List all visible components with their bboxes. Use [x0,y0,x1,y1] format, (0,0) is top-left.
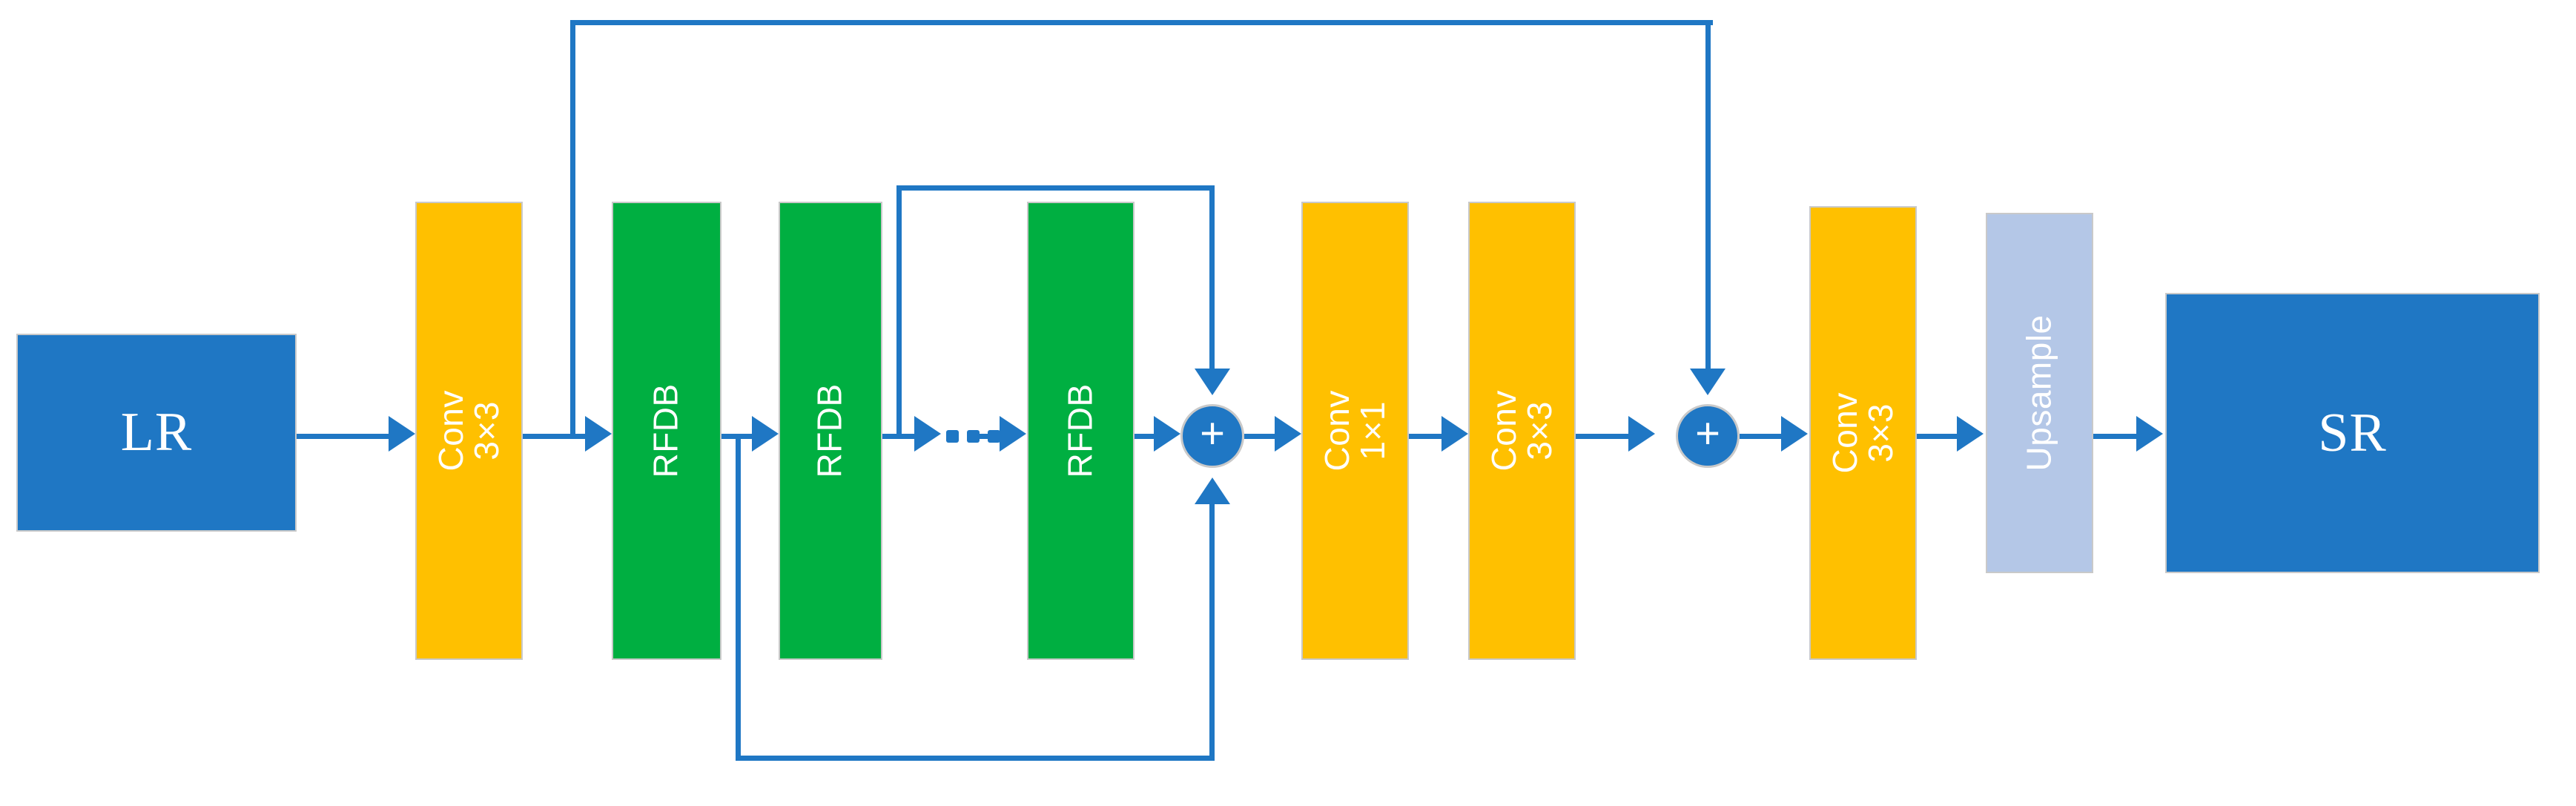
block-conv-tail[interactable]: Conv 3×3 [1809,206,1917,660]
block-conv-mid-label: Conv 3×3 [1484,390,1559,472]
arrowhead-sum-global-to-conv-tail [1781,416,1808,452]
block-rfdb-2-label: RFDB [810,383,850,478]
block-rfdb-n[interactable]: RFDB [1027,202,1135,660]
connector-middle-skip-horizontal [896,185,1215,191]
arrowhead-middle-skip-into-sum [1195,369,1230,395]
block-rfdb-1[interactable]: RFDB [612,202,721,660]
connector-conv-head-to-rfdb1 [523,434,587,439]
arrowhead-convmid-to-sum-global [1628,416,1655,452]
arrowhead-rfdb1-to-rfdb2 [752,416,779,452]
connector-middle-skip-vertical-end [1209,185,1215,369]
sum-node-features[interactable]: + [1180,404,1244,468]
block-upsample[interactable]: Upsample [1986,213,2093,573]
plus-icon: + [1695,409,1720,457]
sum-node-global[interactable]: + [1676,404,1740,468]
block-conv-mid[interactable]: Conv 3×3 [1468,202,1576,660]
connector-global-skip-vertical-end [1705,20,1711,369]
connector-sum-to-conv1x1 [1244,434,1277,439]
block-rfdb-n-label: RFDB [1060,383,1100,478]
connector-convmid-to-sum-global [1576,434,1631,439]
connector-global-skip-vertical-start [570,22,575,436]
plus-icon: + [1200,409,1225,457]
ellipsis-dot-1 [946,430,959,443]
arrowhead-conv-tail-to-upsample [1957,416,1984,452]
connector-conv-tail-to-upsample [1917,434,1958,439]
connector-bottom-skip-vertical-end [1209,504,1215,758]
connector-conv1x1-to-convmid [1409,434,1444,439]
block-lr-input[interactable]: LR [16,334,297,532]
connector-upsample-to-sr [2093,434,2138,439]
connector-global-skip-horizontal [570,20,1713,25]
block-conv-tail-label: Conv 3×3 [1825,392,1900,474]
connector-bottom-skip-vertical-start [736,434,741,761]
block-rfdb-2[interactable]: RFDB [779,202,882,660]
block-sr-output[interactable]: SR [2165,293,2540,573]
block-sr-label: SR [2318,402,2387,463]
arrowhead-conv-head-to-rfdb1 [585,416,612,452]
arrowhead-sum-to-conv1x1 [1275,416,1301,452]
connector-bottom-skip-horizontal [736,756,1215,761]
block-conv-1x1[interactable]: Conv 1×1 [1301,202,1409,660]
connector-ellipsis-to-rfdbn [979,434,1001,439]
block-conv-head[interactable]: Conv 3×3 [415,202,523,660]
arrowhead-ellipsis-to-rfdbn [1000,416,1026,452]
arrowhead-rfdb2-to-ellipsis [914,416,941,452]
arrowhead-rfdbn-to-sum [1154,416,1180,452]
connector-rfdb2-to-ellipsis [882,434,917,439]
arrowhead-global-skip-into-sum [1690,369,1725,395]
arrowhead-bottom-skip-into-sum [1195,478,1230,504]
connector-lr-to-conv-head [297,434,389,439]
arrowhead-upsample-to-sr [2136,416,2163,452]
connector-rfdbn-to-sum [1135,434,1160,439]
block-conv-1x1-label: Conv 1×1 [1317,390,1392,472]
connector-sum-global-to-conv-tail [1740,434,1783,439]
block-upsample-label: Upsample [2019,314,2058,472]
arrowhead-lr-to-conv-head [389,416,415,452]
arrowhead-conv1x1-to-convmid [1441,416,1468,452]
block-conv-head-label: Conv 3×3 [431,390,506,472]
block-lr-label: LR [120,402,193,463]
block-rfdb-1-label: RFDB [647,383,686,478]
ellipsis-dot-2 [967,430,980,443]
connector-middle-skip-vertical-start [896,188,902,436]
